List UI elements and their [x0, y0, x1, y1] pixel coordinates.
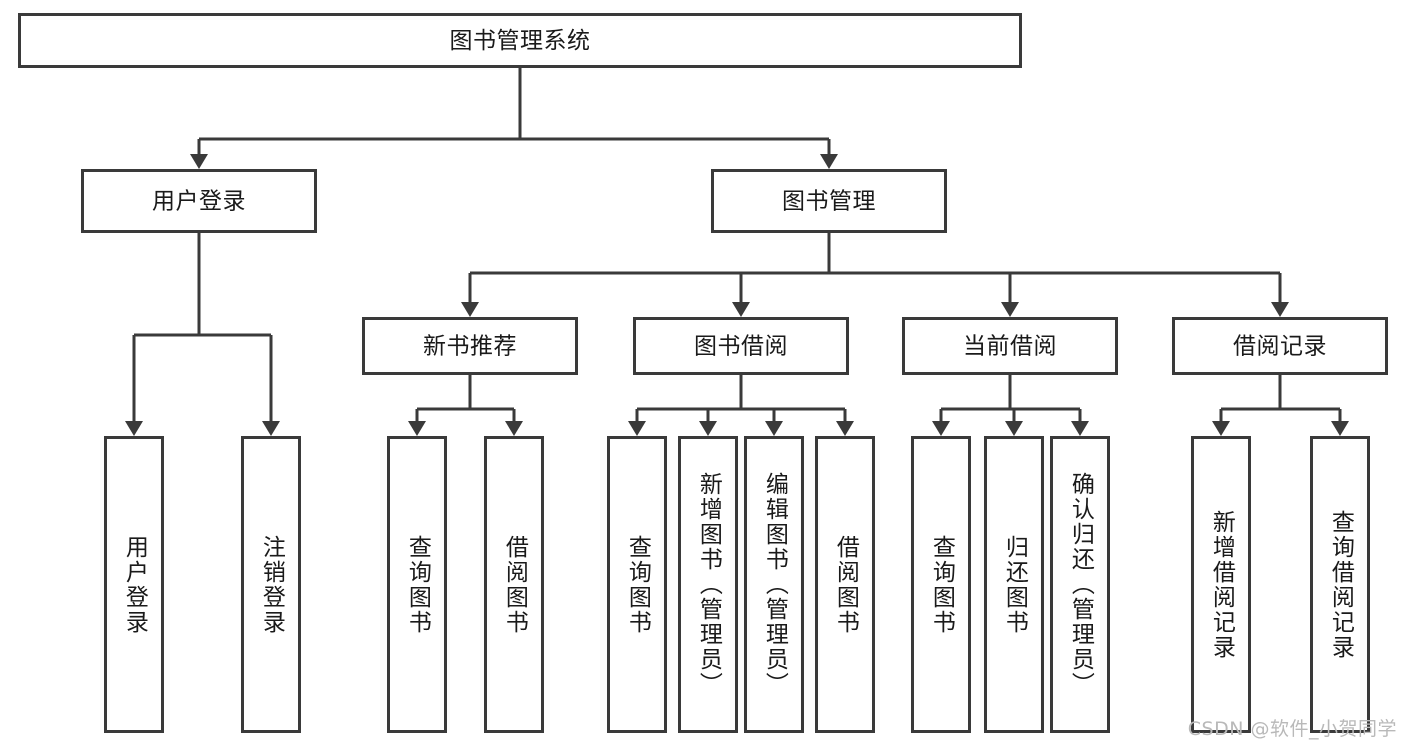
connector-group-new-book-rec — [408, 375, 523, 436]
node-box-leaf-edit-book[interactable] — [744, 436, 804, 733]
arrow-head-icon — [262, 421, 280, 436]
node-box-leaf-return-book[interactable] — [984, 436, 1044, 733]
arrow-head-icon — [836, 421, 854, 436]
node-box-leaf-logout[interactable] — [241, 436, 301, 733]
node-box-leaf-query-book-3[interactable] — [911, 436, 971, 733]
arrow-head-icon — [1001, 302, 1019, 317]
node-label-borrow-record: 借阅记录 — [1233, 334, 1327, 360]
node-box-leaf-query-book-2[interactable] — [607, 436, 667, 733]
arrow-head-icon — [765, 421, 783, 436]
node-box-current-borrow[interactable] — [902, 317, 1118, 375]
node-label-root: 图书管理系统 — [450, 28, 591, 54]
arrow-head-icon — [699, 421, 717, 436]
node-box-leaf-query-book-1[interactable] — [387, 436, 447, 733]
connector-layer — [125, 68, 1349, 436]
connector-group-borrow-record — [1212, 375, 1349, 436]
node-box-leaf-borrow-book-1[interactable] — [484, 436, 544, 733]
connector-group-user-login — [125, 233, 280, 436]
node-label-user-login: 用户登录 — [152, 189, 246, 215]
node-label-new-book-rec: 新书推荐 — [423, 334, 517, 360]
node-box-borrow-record[interactable] — [1172, 317, 1388, 375]
node-box-leaf-add-record[interactable] — [1191, 436, 1251, 733]
node-box-book-manage[interactable] — [711, 169, 947, 233]
node-label-current-borrow: 当前借阅 — [963, 334, 1057, 360]
arrow-head-icon — [1071, 421, 1089, 436]
node-label-book-manage: 图书管理 — [782, 189, 876, 215]
node-box-root[interactable] — [18, 13, 1022, 68]
arrow-head-icon — [1331, 421, 1349, 436]
node-box-leaf-query-record[interactable] — [1310, 436, 1370, 733]
arrow-head-icon — [190, 154, 208, 169]
connector-group-root — [190, 68, 838, 169]
node-box-leaf-user-login[interactable] — [104, 436, 164, 733]
node-box-leaf-borrow-book-2[interactable] — [815, 436, 875, 733]
node-box-leaf-confirm-return[interactable] — [1050, 436, 1110, 733]
arrow-head-icon — [125, 421, 143, 436]
node-box-leaf-add-book[interactable] — [678, 436, 738, 733]
connector-group-book-borrow — [628, 375, 854, 436]
connector-group-current-borrow — [932, 375, 1089, 436]
node-box-book-borrow[interactable] — [633, 317, 849, 375]
watermark-text: CSDN @软件_小贺同学 — [1187, 718, 1397, 740]
arrow-head-icon — [408, 421, 426, 436]
arrow-head-icon — [1212, 421, 1230, 436]
arrow-head-icon — [820, 154, 838, 169]
node-box-user-login[interactable] — [81, 169, 317, 233]
arrow-head-icon — [505, 421, 523, 436]
box-layer — [18, 13, 1388, 733]
node-label-book-borrow: 图书借阅 — [694, 334, 788, 360]
arrow-head-icon — [461, 302, 479, 317]
arrow-head-icon — [628, 421, 646, 436]
arrow-head-icon — [932, 421, 950, 436]
node-box-new-book-rec[interactable] — [362, 317, 578, 375]
arrow-head-icon — [732, 302, 750, 317]
connector-group-book-manage — [461, 233, 1289, 317]
arrow-head-icon — [1271, 302, 1289, 317]
arrow-head-icon — [1005, 421, 1023, 436]
